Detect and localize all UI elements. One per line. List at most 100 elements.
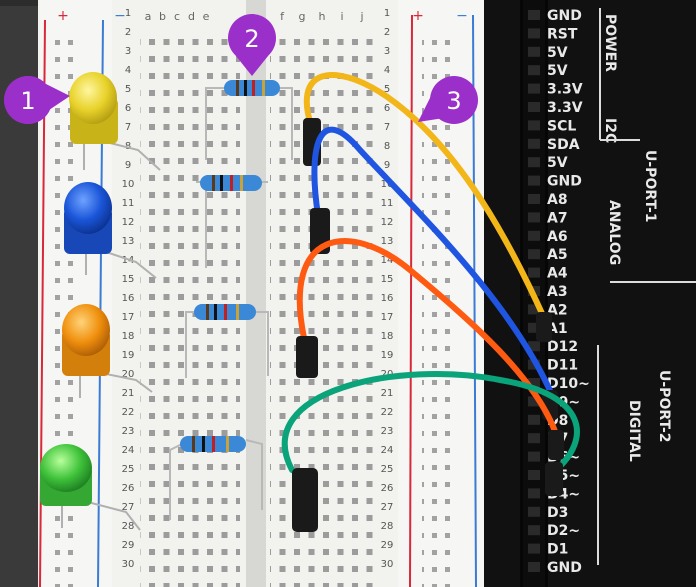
row-number: 20 xyxy=(122,369,135,380)
column-letter: i xyxy=(340,10,343,23)
row-number: 14 xyxy=(122,255,135,266)
header-pin xyxy=(528,525,540,536)
callout-1: 1 xyxy=(4,76,70,124)
header-pin xyxy=(528,28,540,39)
row-number: 23 xyxy=(381,426,394,437)
row-number: 3 xyxy=(125,46,131,57)
row-number: 26 xyxy=(381,483,394,494)
header-pin xyxy=(528,138,540,149)
header-pin xyxy=(528,396,540,407)
row-number: 6 xyxy=(125,103,131,114)
row-number: 25 xyxy=(381,464,394,475)
header-pin-label: GND xyxy=(547,8,582,24)
row-number: 9 xyxy=(384,160,390,171)
row-number: 8 xyxy=(384,141,390,152)
row-number: 3 xyxy=(384,46,390,57)
header-pin-label: D1 xyxy=(547,542,568,558)
row-number: 5 xyxy=(384,84,390,95)
wire-yellow xyxy=(303,72,552,342)
callout-2-label: 2 xyxy=(244,25,259,53)
wire-orange xyxy=(296,238,564,460)
row-number: 9 xyxy=(125,160,131,171)
header-pin-label: 5V xyxy=(547,45,568,61)
header-pin-label: A7 xyxy=(547,210,568,226)
row-number: 4 xyxy=(384,65,390,76)
row-number: 11 xyxy=(122,198,135,209)
row-number: 18 xyxy=(122,331,135,342)
header-group-label: ANALOG xyxy=(606,200,622,265)
resistor xyxy=(169,436,263,520)
row-number: 15 xyxy=(122,274,135,285)
header-pin xyxy=(528,470,540,480)
row-number: 10 xyxy=(381,179,394,190)
row-number: 17 xyxy=(381,312,394,323)
header-pin xyxy=(528,543,540,554)
header-pin-label: A2 xyxy=(547,302,568,318)
row-number: 12 xyxy=(381,217,394,228)
rail-plus-left: + xyxy=(57,8,69,24)
callout-3: 3 xyxy=(418,76,478,124)
row-number: 24 xyxy=(122,445,135,456)
column-letter: j xyxy=(359,10,363,23)
led-blue xyxy=(64,182,157,279)
header-pin-label: SCL xyxy=(547,118,576,134)
header-group-label: U-PORT-1 xyxy=(642,150,658,223)
row-number: 2 xyxy=(384,27,390,38)
row-number: 5 xyxy=(125,84,131,95)
row-number: 23 xyxy=(122,426,135,437)
header-pin-label: D12 xyxy=(547,339,578,355)
led-green xyxy=(40,444,141,531)
row-number: 16 xyxy=(381,293,394,304)
header-group-label: I2C xyxy=(602,118,618,143)
header-pin xyxy=(528,562,540,572)
row-number: 27 xyxy=(122,502,135,513)
row-number: 7 xyxy=(125,122,131,133)
row-number: 21 xyxy=(122,388,135,399)
row-number: 21 xyxy=(381,388,394,399)
row-number: 17 xyxy=(122,312,135,323)
row-number: 30 xyxy=(381,559,394,570)
row-number: 13 xyxy=(381,236,394,247)
header-pin-label: GND xyxy=(547,560,582,576)
header-pin-label: A6 xyxy=(547,229,568,245)
row-number: 29 xyxy=(122,540,135,551)
wire-green xyxy=(281,371,580,532)
rail-minus-left: − xyxy=(114,8,126,24)
header-pin-label: GND xyxy=(547,174,582,190)
resistor xyxy=(196,175,268,268)
header-pin xyxy=(528,451,540,462)
row-number: 2 xyxy=(125,27,131,38)
header-pin-label: 3.3V xyxy=(547,100,583,116)
row-number: 12 xyxy=(122,217,135,228)
row-number: 4 xyxy=(125,65,131,76)
row-number: 28 xyxy=(381,521,394,532)
header-pin xyxy=(528,230,540,241)
column-letter: e xyxy=(203,10,210,23)
header-pin xyxy=(528,488,540,499)
header-group-label: U-PORT-2 xyxy=(656,370,672,443)
row-number: 25 xyxy=(122,464,135,475)
header-pin-label: RST xyxy=(547,26,578,42)
row-number: 1 xyxy=(384,8,390,19)
header-pin-label: 5V xyxy=(547,63,568,79)
header-pin xyxy=(528,267,540,278)
rail-minus-right: − xyxy=(456,8,468,24)
header-pin xyxy=(528,341,540,352)
header-pin xyxy=(528,65,540,76)
callout-1-label: 1 xyxy=(20,87,35,115)
led-yellow xyxy=(69,72,161,171)
header-pin-label: D3 xyxy=(547,505,568,521)
row-number: 26 xyxy=(122,483,135,494)
controller-board xyxy=(484,0,696,587)
header-group-label: POWER xyxy=(602,14,618,72)
header-pin-label: A4 xyxy=(547,266,568,282)
header-pin xyxy=(528,175,540,186)
header-pin xyxy=(528,304,540,315)
header-pin-label: SDA xyxy=(547,137,580,153)
row-number: 24 xyxy=(381,445,394,456)
row-number: 19 xyxy=(122,350,135,361)
header-pin xyxy=(528,322,540,333)
header-pin xyxy=(528,249,540,260)
